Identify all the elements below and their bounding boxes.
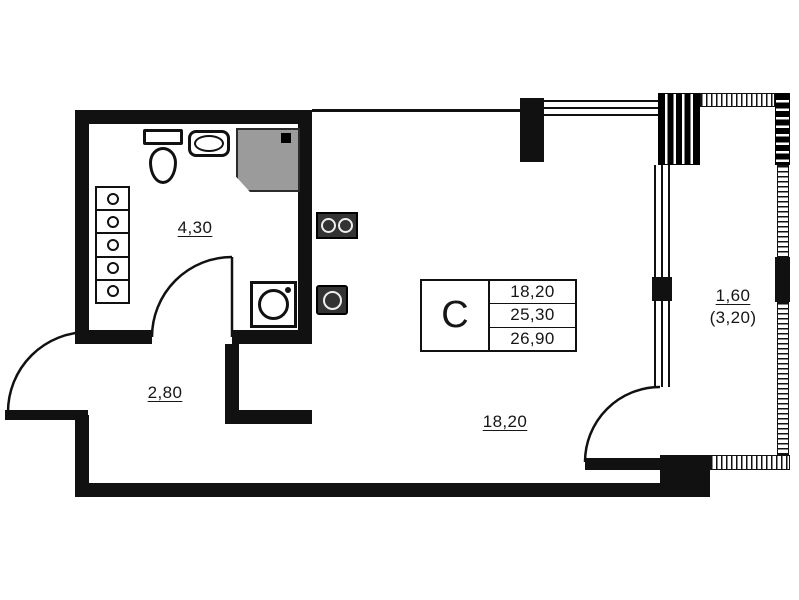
balcony-pier-right-mid (775, 257, 790, 302)
shelf-cell (97, 281, 128, 302)
kitchen-sink-bowl-icon (322, 290, 342, 310)
shelf-icon (95, 186, 130, 304)
shelf-dot (106, 285, 119, 298)
wall-bathroom-bottom-left (75, 330, 152, 344)
balcony-pier-right-top (775, 93, 790, 165)
balcony-glazing-line (654, 165, 656, 277)
wall-bottom (75, 483, 710, 497)
burner-icon (320, 218, 336, 233)
entrance-door-leaf (5, 410, 88, 420)
shelf-cell (97, 211, 128, 235)
washer-knob-icon (285, 287, 291, 293)
wall-left-upper (75, 110, 89, 337)
balcony-wall-top (700, 93, 775, 107)
corner-pier (658, 93, 700, 165)
shelf-cell (97, 258, 128, 281)
kitchen-sink-icon (316, 285, 348, 315)
balcony-area-label: 1,60 (715, 286, 751, 305)
balcony-glazing-line (668, 165, 670, 277)
balcony-glazing-line (654, 301, 656, 387)
wall-nook-horizontal (225, 410, 312, 424)
wall-bathroom-right (298, 110, 312, 344)
balcony-glazing-line (661, 301, 663, 387)
balcony-glazing-line (661, 165, 663, 277)
sink-basin-icon (194, 135, 224, 152)
balcony-glazing-line (668, 301, 670, 387)
washer-drum-icon (258, 289, 289, 320)
legend-table: С 18,20 25,30 26,90 (420, 279, 577, 352)
balcony-wall-bottom (710, 455, 790, 470)
shelf-cell (97, 234, 128, 258)
shelf-dot (106, 192, 119, 205)
shelf-dot (106, 262, 119, 275)
washing-machine-icon (250, 281, 297, 328)
balcony-wall-right-lower (777, 302, 789, 455)
window-line (544, 100, 659, 102)
toilet-icon (143, 129, 183, 145)
balcony-door-leaf (585, 458, 660, 470)
window-line (544, 114, 659, 116)
balcony-door-arc (583, 385, 661, 463)
balcony-pier-mid (652, 277, 672, 301)
entrance-door-arc (6, 330, 89, 413)
bathroom-door-arc (150, 255, 233, 338)
legend-row-total-area: 26,90 (510, 328, 555, 348)
shelf-dot (106, 215, 119, 228)
apartment-type-label: С (422, 281, 490, 350)
wall-left-lower (75, 415, 89, 497)
window-line (544, 107, 659, 109)
shelf-cell (97, 188, 128, 212)
balcony-area-alt-label: (3,20) (709, 308, 757, 327)
legend-row-living-area: 18,20 (490, 281, 575, 305)
balcony-wall-right-upper (777, 165, 789, 257)
balcony-corner-block (660, 455, 710, 483)
window-pier-left (520, 98, 544, 162)
wall-nook-vertical (225, 344, 239, 424)
toilet-bowl-icon (149, 147, 177, 184)
bathroom-area-label: 4,30 (177, 218, 213, 237)
legend-row-apartment-area: 25,30 (490, 304, 575, 328)
hallway-area-label: 2,80 (147, 383, 183, 402)
shelf-dot (106, 239, 119, 251)
burner-icon (338, 218, 354, 233)
cooktop-icon (316, 212, 358, 239)
living-room-area-label: 18,20 (482, 412, 528, 431)
legend-rows: 18,20 25,30 26,90 (490, 281, 575, 350)
shower-head-icon (281, 133, 291, 143)
wall-top-thin (312, 109, 522, 112)
wall-top-bathroom (75, 110, 312, 124)
wall-bathroom-bottom-right (232, 330, 312, 344)
